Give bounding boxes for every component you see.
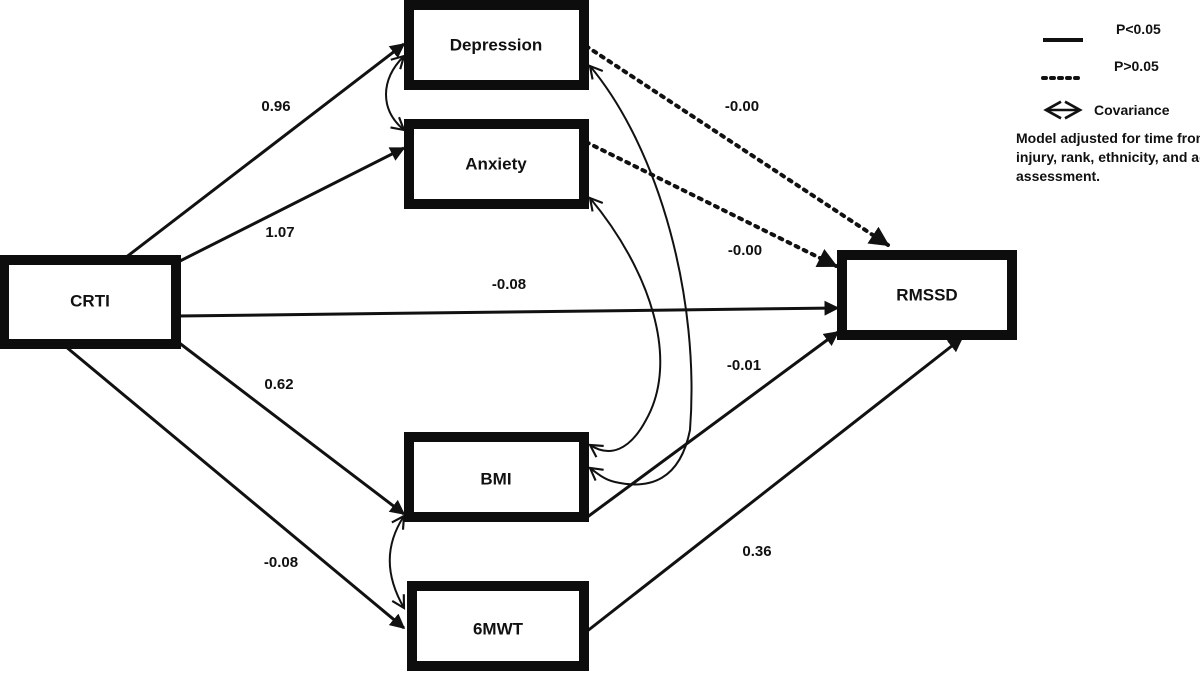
path-crti-rmssd [177, 300, 840, 318]
legend-covariance-label: Covariance [1094, 102, 1170, 118]
legend-dotted-label: P>0.05 [1114, 58, 1159, 74]
coefficients-group: 0.96 1.07 -0.08 0.62 -0.08 -0.00 -0.00 -… [261, 98, 771, 571]
coef-crti-6mwt: -0.08 [264, 554, 298, 571]
model-note-line-3: assessment. [1016, 168, 1100, 184]
coef-6mwt-rmssd: 0.36 [742, 543, 771, 560]
covariance-bmi-6mwt [388, 514, 406, 610]
legend-solid-label: P<0.05 [1116, 21, 1161, 37]
covariance-depression-bmi [588, 64, 693, 486]
node-crti-label: CRTI [70, 291, 110, 310]
covariance-anxiety-bmi [588, 196, 662, 458]
node-6mwt-label: 6MWT [473, 619, 524, 638]
path-depression-rmssd [584, 44, 890, 247]
node-anxiety-label: Anxiety [465, 154, 527, 173]
path-6mwt-rmssd [585, 336, 964, 634]
model-note-line-1: Model adjusted for time from [1016, 130, 1200, 146]
node-rmssd: RMSSD [837, 250, 1017, 340]
path-crti-bmi [177, 340, 406, 516]
coef-crti-anxiety: 1.07 [265, 224, 294, 241]
node-bmi: BMI [404, 432, 589, 522]
node-bmi-label: BMI [480, 469, 511, 488]
path-crti-depression [124, 42, 406, 260]
coef-bmi-rmssd: -0.01 [727, 357, 761, 374]
coef-crti-bmi: 0.62 [264, 376, 293, 393]
paths-group [64, 42, 964, 634]
node-depression-label: Depression [450, 35, 543, 54]
node-6mwt: 6MWT [407, 581, 589, 671]
node-depression: Depression [404, 0, 589, 90]
path-crti-anxiety [177, 146, 406, 264]
node-rmssd-label: RMSSD [896, 285, 957, 304]
covariance-depression-anxiety [385, 54, 406, 132]
path-crti-6mwt [64, 344, 406, 630]
model-note-line-2: injury, rank, ethnicity, and age at [1016, 149, 1200, 165]
path-bmi-rmssd [585, 330, 840, 520]
node-anxiety: Anxiety [404, 119, 589, 209]
coef-crti-depression: 0.96 [261, 98, 290, 115]
coef-anxiety-rmssd: -0.00 [728, 242, 762, 259]
legend: P<0.05 P>0.05 Covariance Model adjusted … [1016, 21, 1200, 184]
coef-crti-rmssd: -0.08 [492, 276, 526, 293]
node-crti: CRTI [0, 255, 181, 349]
covariance-group [385, 54, 693, 610]
coef-depression-rmssd: -0.00 [725, 98, 759, 115]
path-anxiety-rmssd [584, 140, 838, 268]
